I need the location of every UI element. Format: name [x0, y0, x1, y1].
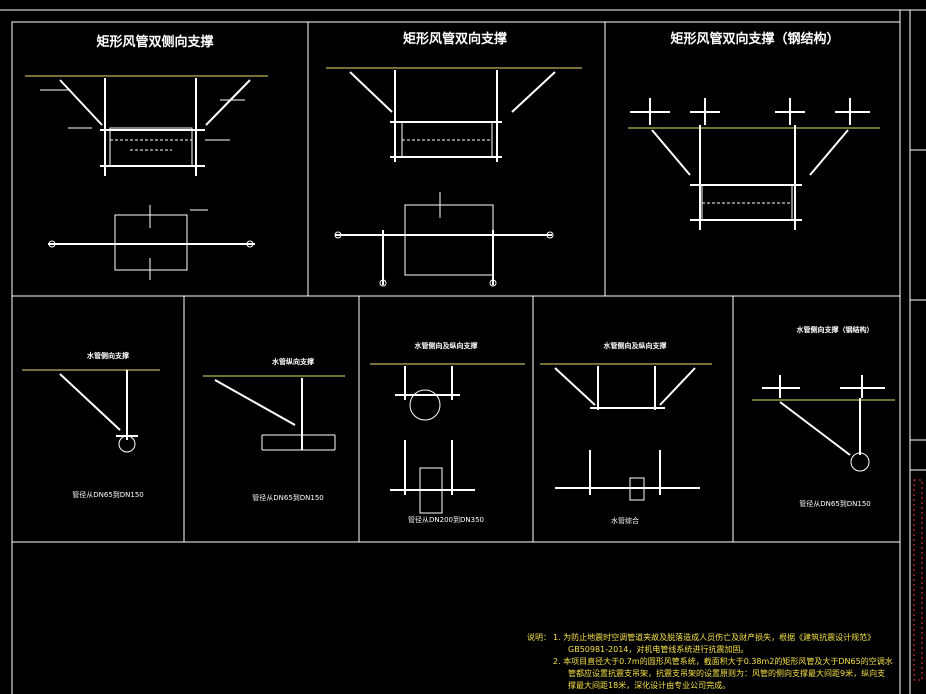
caption-pipe-steel: 管径从DN65到DN150 [799, 499, 871, 508]
panel-title-1: 矩形风管双侧向支撑 [95, 34, 213, 50]
caption-pipe-large: 管径从DN200到DN350 [408, 515, 484, 524]
detail-pipe-longitudinal [203, 375, 345, 451]
notes-line-5: 撑最大间距18米，深化设计由专业公司完成。 [568, 680, 730, 690]
caption-pipe-longitudinal: 管径从DN65到DN150 [252, 493, 324, 502]
notes-block: 说明： 1. 为防止地震时空调管道夹故及脱落造成人员伤亡及财产损失，根据《建筑抗… [527, 632, 893, 690]
panel-title-3: 矩形风管双向支撑（钢结构） [669, 31, 839, 47]
panel-title-5: 水管纵向支撑 [272, 357, 314, 366]
detail-rect-duct-bidirectional [326, 67, 582, 287]
detail-pipe-lateral-longitudinal-large [370, 363, 525, 514]
notes-line-4: 管都应设置抗震支吊架，抗震支吊架的设置原则为：风管的侧向支撑最大间距9米，纵向支 [568, 668, 885, 678]
drawing-frame-upper [11, 21, 901, 543]
title-block-strip [910, 149, 926, 681]
detail-rect-duct-lateral [25, 75, 268, 280]
caption-pipe-lateral: 管径从DN65到DN150 [72, 490, 144, 499]
panel-title-2: 矩形风管双向支撑 [402, 31, 507, 47]
caption-pipe-combined: 水管综合 [611, 516, 639, 525]
notes-line-3: 2. 本项目直径大于0.7m的圆形风管系统，截面积大于0.38m2的矩形风管及大… [553, 656, 893, 666]
panel-title-7: 水管侧向及纵向支撑 [604, 341, 667, 350]
detail-pipe-lateral-steel [752, 375, 895, 472]
panel-title-4: 水管侧向支撑 [87, 351, 129, 360]
detail-pipe-lateral [22, 369, 160, 453]
panel-title-8: 水管侧向支撑（钢结构） [797, 325, 874, 334]
notes-line-1: 1. 为防止地震时空调管道夹故及脱落造成人员伤亡及财产损失，根据《建筑抗震设计规… [553, 632, 875, 642]
detail-pipe-combined [540, 363, 712, 501]
panel-title-6: 水管侧向及纵向支撑 [415, 341, 478, 350]
notes-line-2: GB50981-2014，对机电管线系统进行抗震加固。 [568, 644, 748, 654]
detail-rect-duct-steel [628, 98, 880, 230]
notes-label: 说明： [527, 632, 551, 642]
